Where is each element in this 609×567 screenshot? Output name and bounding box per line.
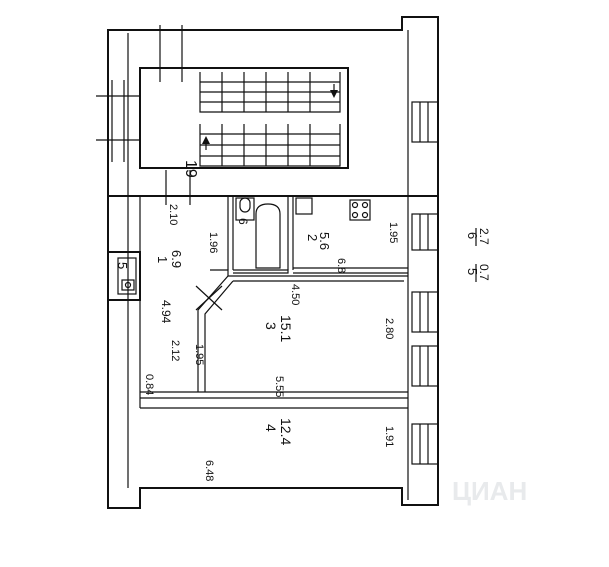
room-6-number: 6 xyxy=(236,218,250,225)
legend-item-5-number: 5 xyxy=(465,268,480,275)
dim-0-84: 0.84 xyxy=(143,374,155,395)
room-4-number: 4 xyxy=(263,424,279,432)
room-2-area: 5.6 xyxy=(317,232,332,250)
partitions xyxy=(139,196,408,409)
outer-walls xyxy=(107,16,439,509)
legend-item-6-number: 6 xyxy=(465,232,480,239)
legend: 5 0.7 6 2.7 xyxy=(465,228,491,282)
dim-1-91: 1.91 xyxy=(383,426,395,447)
dimension-labels: 2.10 1.96 1.95 6.8 4.50 4.94 2.12 1.95 2… xyxy=(143,204,399,481)
dim-2-12: 2.12 xyxy=(169,340,181,361)
watermark: ЦИАН xyxy=(452,476,527,506)
room-5-number: 5 xyxy=(115,262,130,269)
stairwell xyxy=(96,25,349,205)
room-3-number: 3 xyxy=(263,322,279,330)
stair-label: 19 xyxy=(182,160,199,178)
dim-2-10: 2.10 xyxy=(167,204,179,225)
dim-2-80: 2.80 xyxy=(383,318,395,339)
legend-item-6-area: 2.7 xyxy=(477,228,491,245)
dim-1-95-hall: 1.95 xyxy=(193,344,205,365)
dim-4-94: 4.94 xyxy=(159,300,173,324)
balcony xyxy=(107,251,141,301)
room-3-area: 15.1 xyxy=(278,315,294,342)
dim-1-96: 1.96 xyxy=(207,232,219,253)
room-1-number: 1 xyxy=(155,256,170,263)
room-4-area: 12.4 xyxy=(278,418,294,445)
dim-6-48: 6.48 xyxy=(203,460,215,481)
legend-item-5-area: 0.7 xyxy=(477,264,491,281)
windows xyxy=(411,101,439,465)
room-1-area: 6.9 xyxy=(169,250,184,268)
room-2-number: 2 xyxy=(305,234,320,241)
dim-6-8: 6.8 xyxy=(335,258,347,273)
dim-4-50: 4.50 xyxy=(289,284,301,305)
dim-1-95-kitchen: 1.95 xyxy=(387,222,399,243)
dim-5-55: 5.55 xyxy=(273,376,285,397)
room-labels: 1 6.9 2 5.6 3 15.1 4 12.4 5 6 xyxy=(115,218,332,445)
bathroom-fixtures xyxy=(235,197,371,269)
